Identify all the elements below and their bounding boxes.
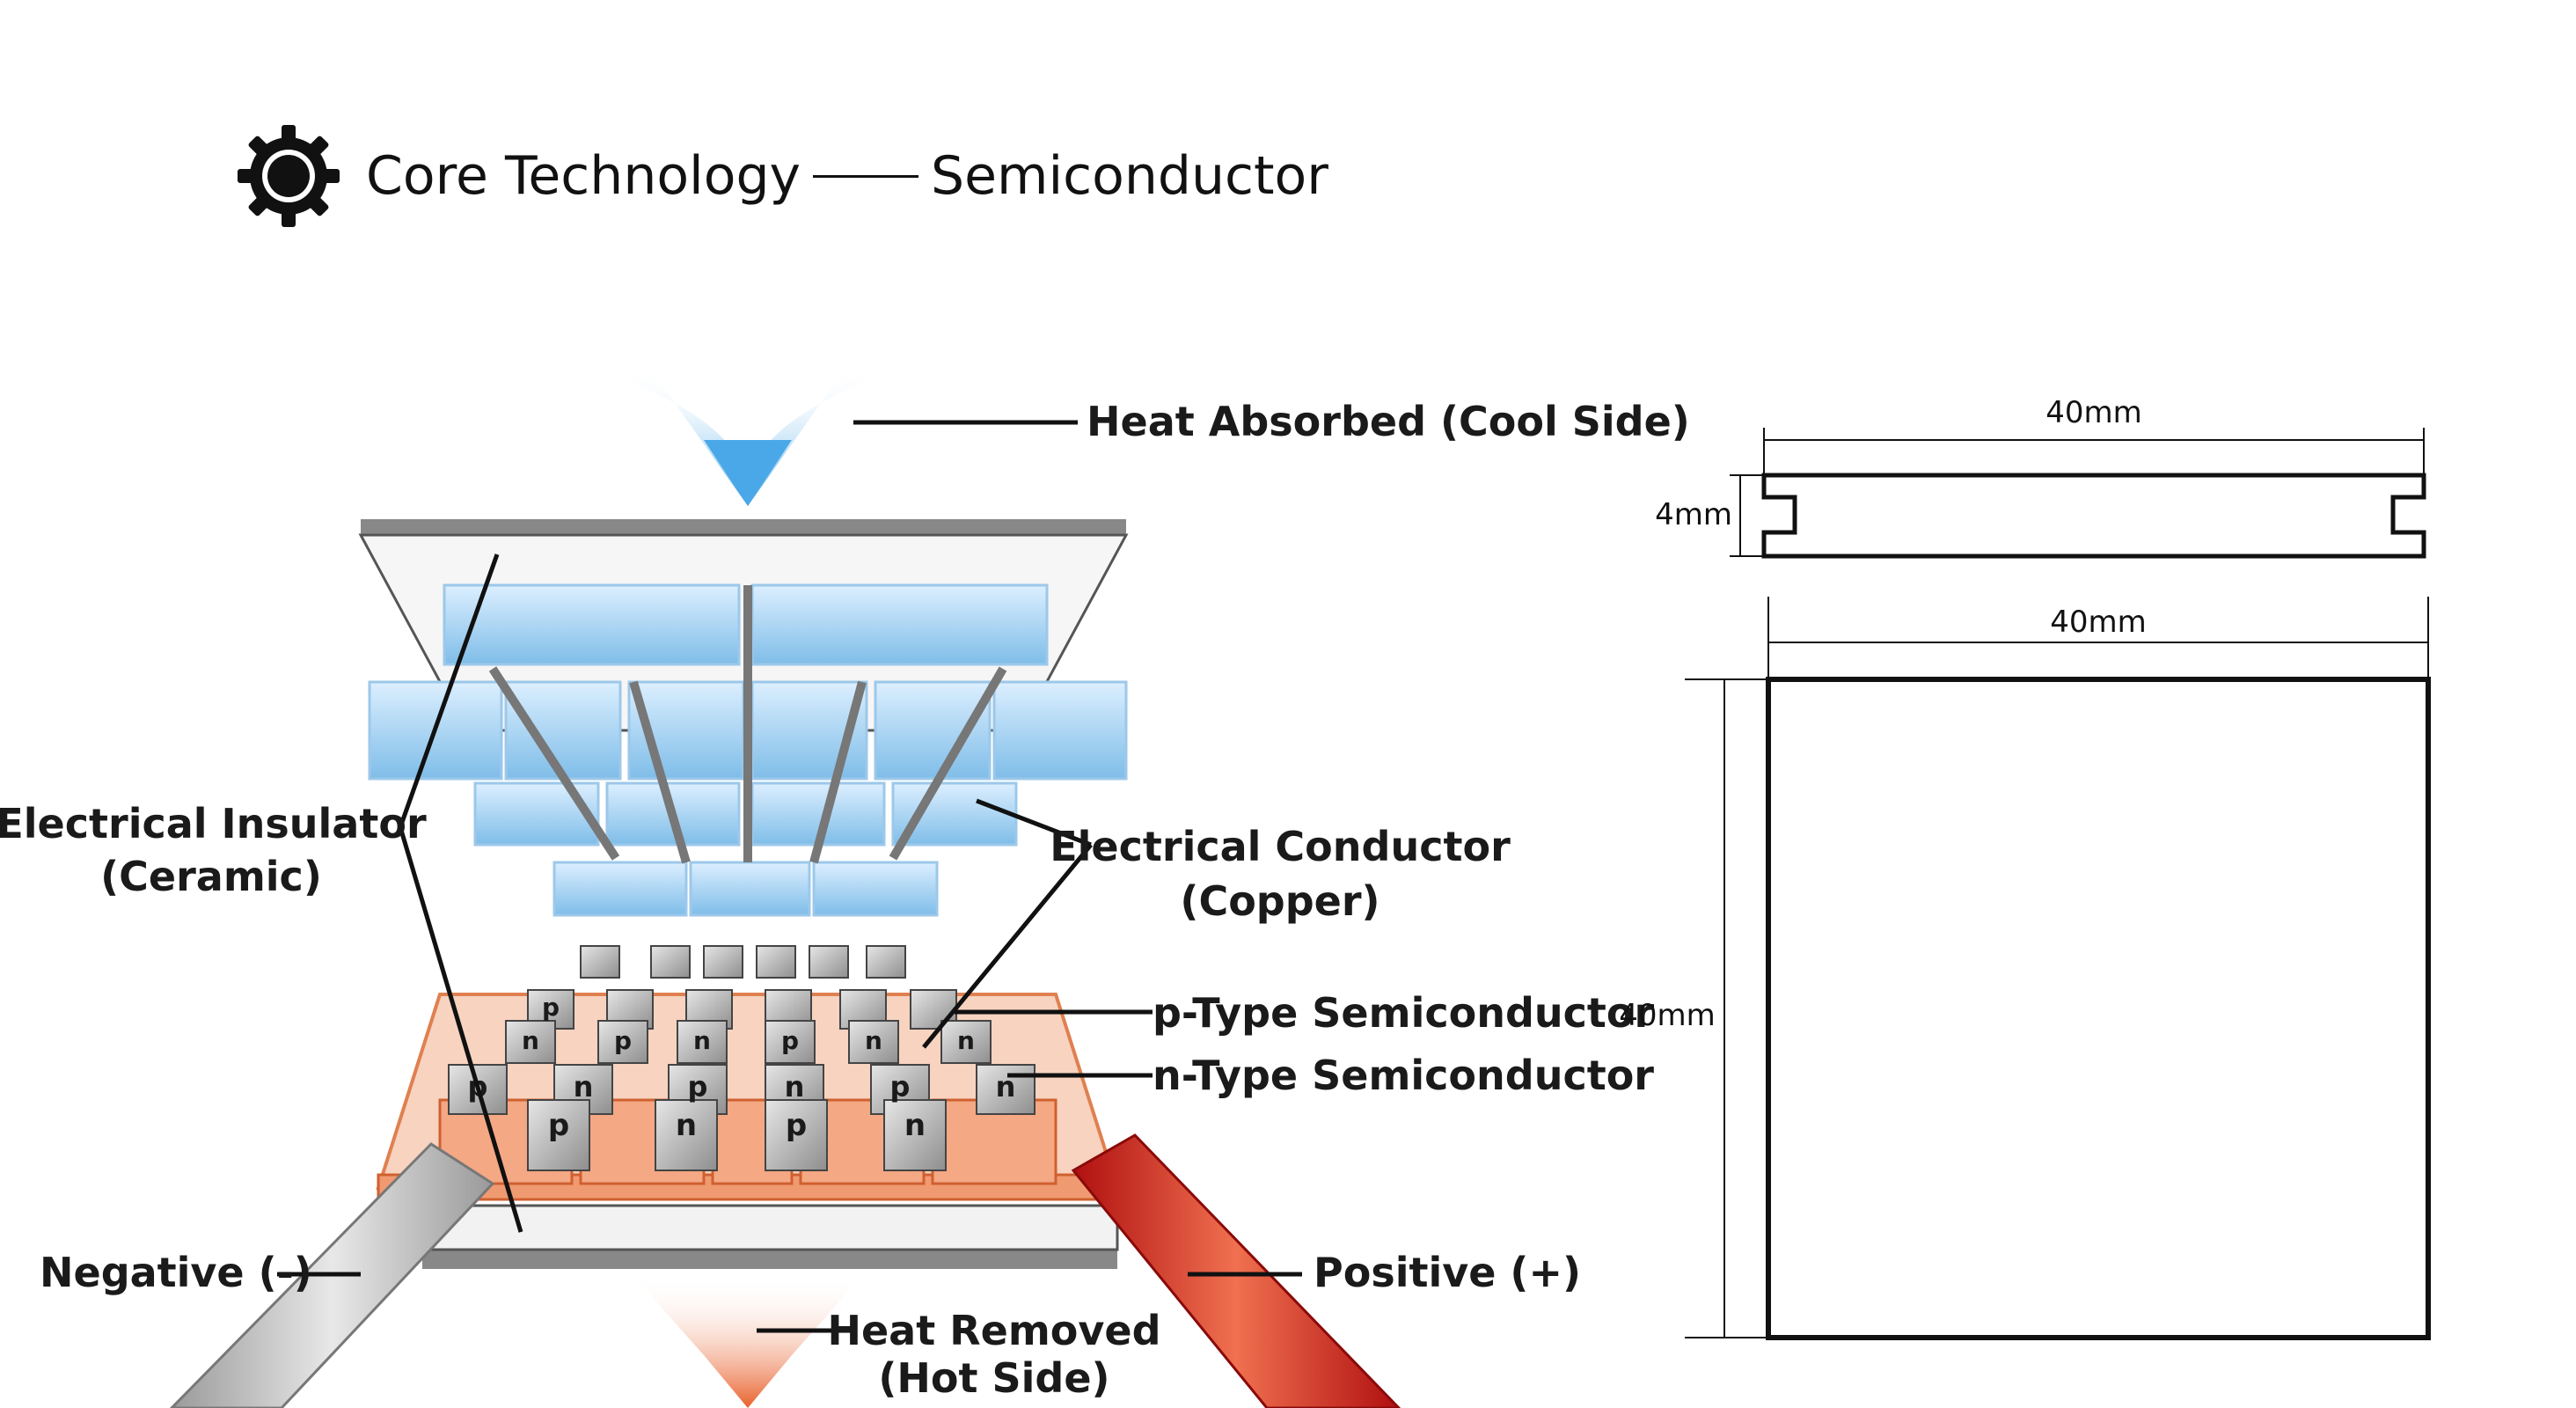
dim-top-width: 40mm [2050,605,2147,640]
leader-lines [277,420,1302,1333]
label-heat-removed-2: (Hot Side) [878,1354,1109,1402]
n-block [655,1099,718,1171]
n-letter: n [522,1026,539,1055]
side-view-drawing: 40mm 4mm [1655,395,2426,559]
n-letter: n [996,1070,1016,1104]
dim-side-width: 40mm [2045,395,2142,430]
n-block [848,1020,899,1064]
n-letter: n [785,1070,805,1104]
page-header: Core Technology Semiconductor [236,123,1328,229]
p-letter: p [614,1026,632,1055]
n-block [883,1099,947,1171]
label-n-type: n-Type Semiconductor [1153,1052,1654,1099]
title-separator [813,174,919,178]
p-block [527,1099,590,1171]
n-letter: n [865,1026,882,1055]
dim-top-height: 40mm [1619,998,1716,1033]
label-insulator-2: (Ceramic) [100,853,322,900]
p-letter: p [786,1108,807,1143]
semiconductor-array: p n p n p n n p n p n p n p n p n [448,945,1036,1171]
p-block [597,1020,648,1064]
n-block [505,1020,556,1064]
top-view-drawing: 40mm 40mm [1619,597,2431,1340]
page-subtitle: Semiconductor [931,145,1328,207]
n-letter: n [574,1070,594,1104]
semiconductor-block [580,945,906,979]
p-letter: p [542,993,560,1022]
label-p-type: p-Type Semiconductor [1153,989,1654,1037]
n-letter: n [904,1108,926,1143]
label-heat-absorbed: Heat Absorbed (Cool Side) [1087,398,1690,445]
cool-arrow-head [704,440,792,506]
label-conductor-2: (Copper) [1180,877,1379,925]
label-negative: Negative (-) [40,1249,312,1296]
page-title: Core Technology [366,145,801,207]
n-letter: n [693,1026,711,1055]
n-block [940,1020,992,1064]
p-letter: p [890,1070,911,1104]
label-conductor-1: Electrical Conductor [1050,823,1511,870]
dim-side-thickness: 4mm [1655,497,1732,532]
gear-icon [238,125,340,227]
positive-wire [1071,1133,1401,1408]
p-letter: p [781,1026,799,1055]
p-letter: p [688,1070,708,1104]
n-block [677,1020,728,1064]
cool-side-tiles [368,583,1128,917]
p-letter: p [548,1108,569,1143]
p-block [765,1099,828,1171]
hot-arrow [633,1276,862,1408]
label-insulator-1: Electrical Insulator [0,800,427,847]
bottom-ceramic-plate [375,1204,1119,1269]
label-heat-removed-1: Heat Removed [827,1307,1160,1354]
label-positive: Positive (+) [1314,1249,1581,1296]
n-block [976,1064,1036,1115]
n-letter: n [676,1108,697,1143]
p-block [765,1020,816,1064]
n-letter: n [957,1026,975,1055]
